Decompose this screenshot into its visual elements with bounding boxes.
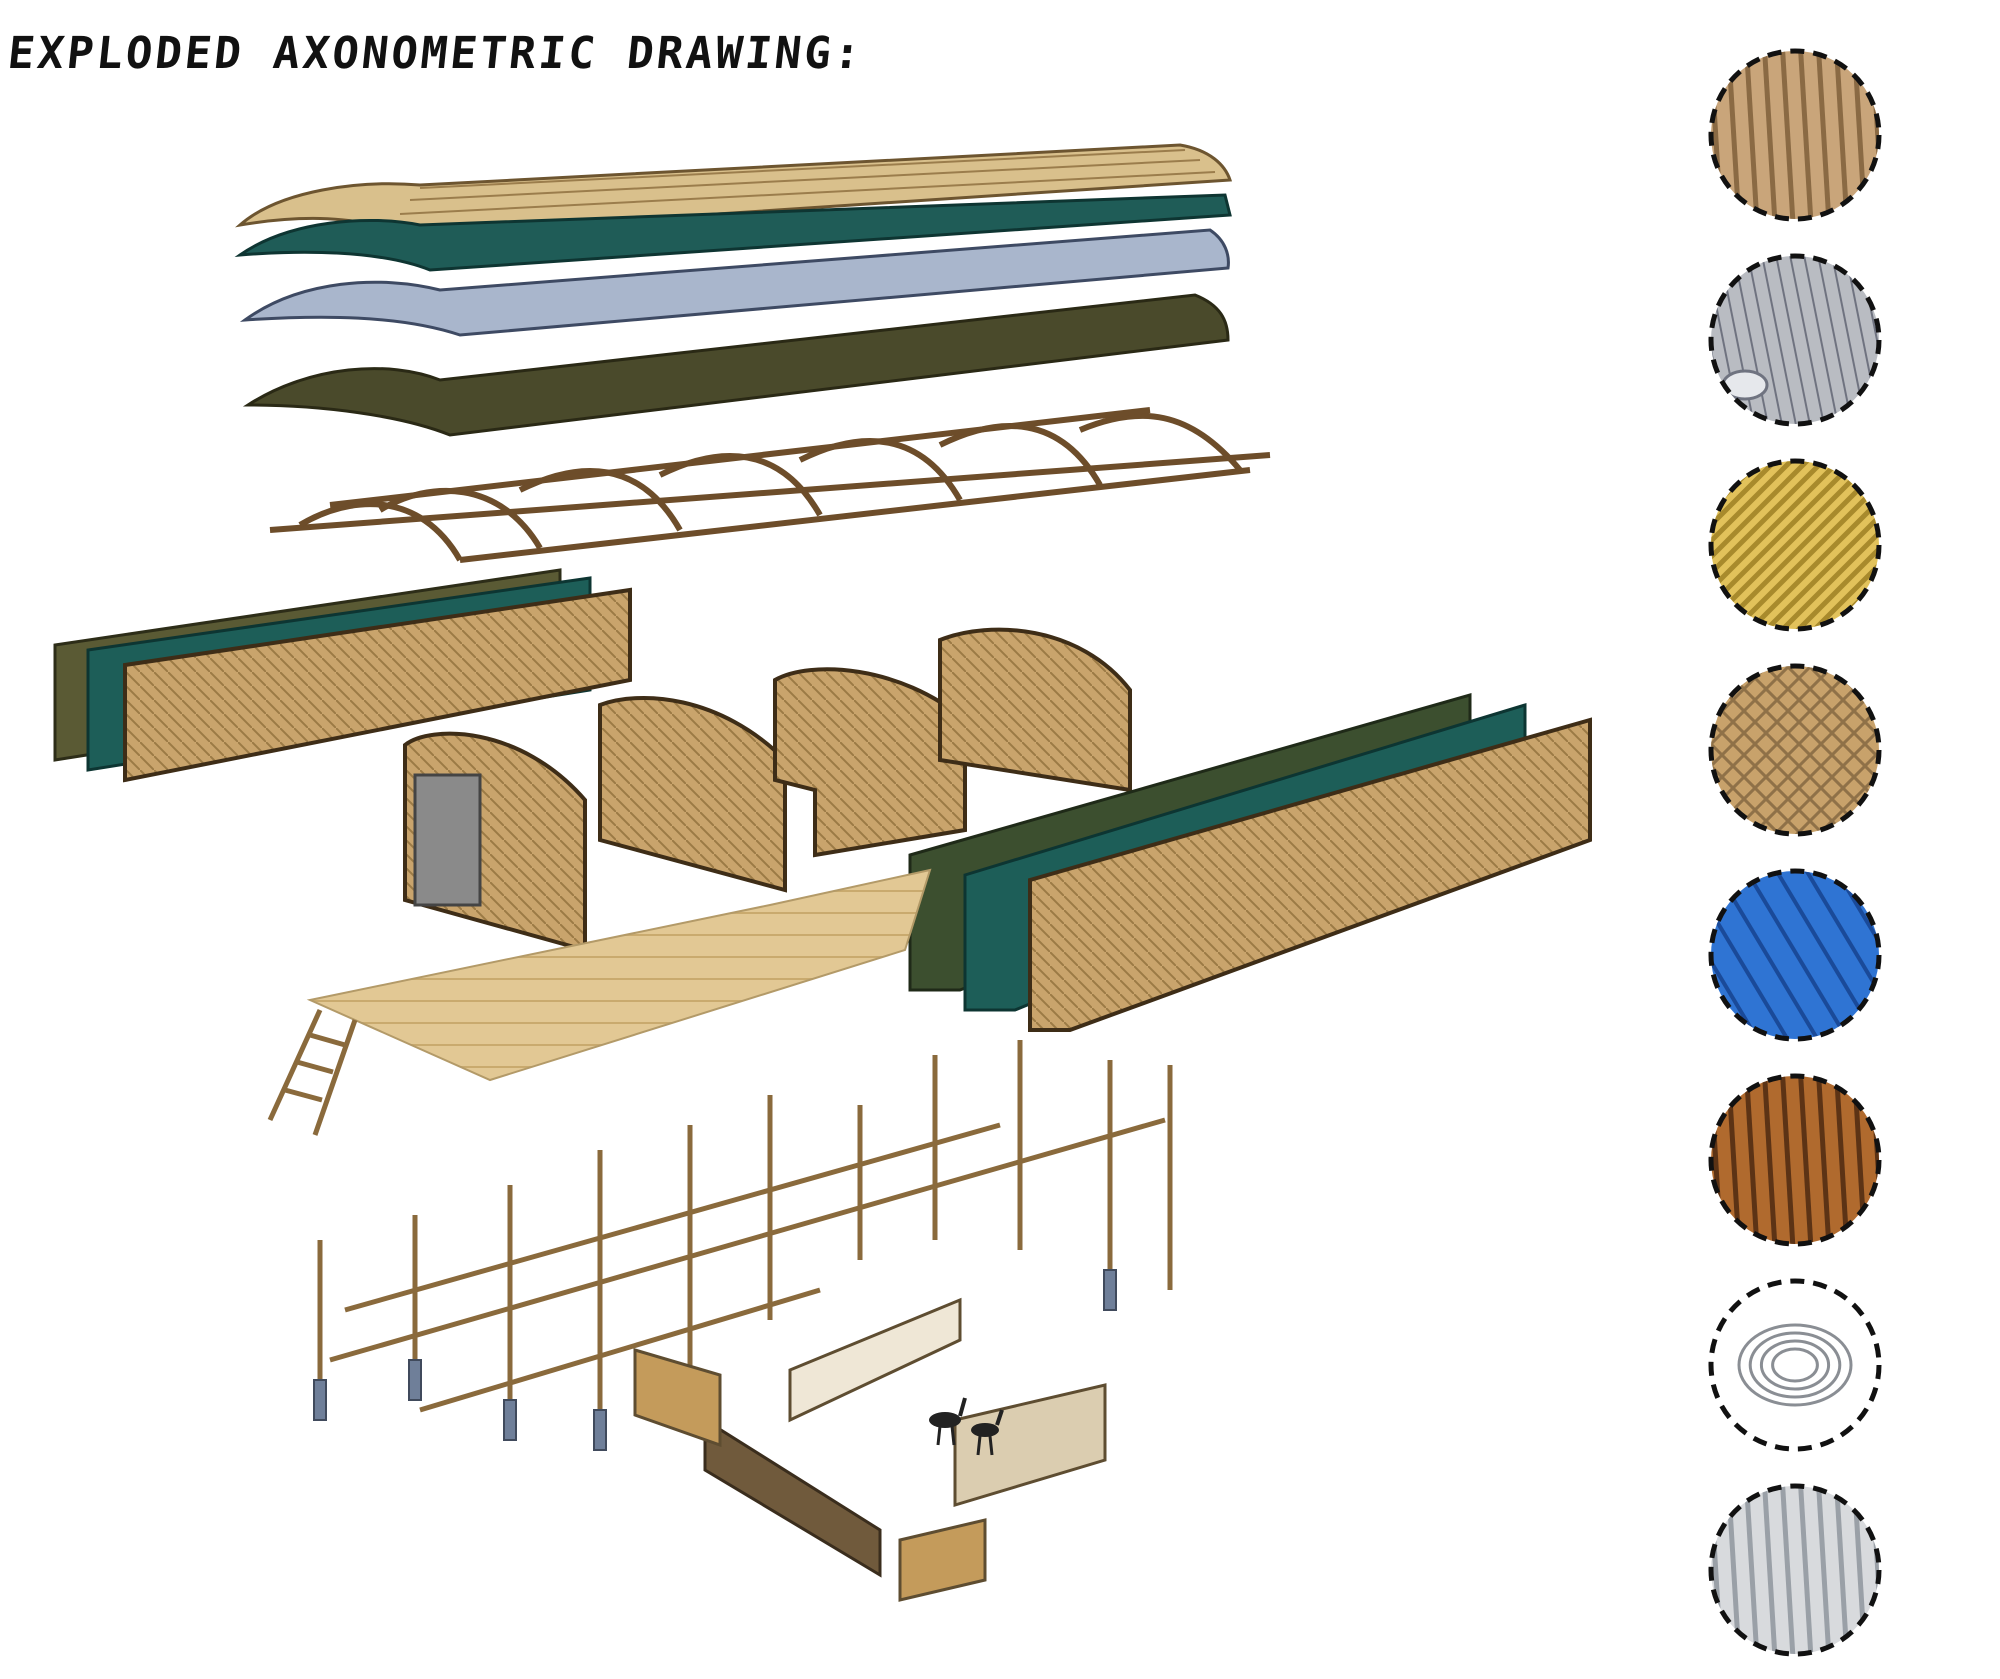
base-bamboo-structure [317, 1040, 1173, 1440]
material-swatch-graphic [1708, 458, 1882, 632]
material-swatch-yellow-bamboo-mat [1690, 450, 1900, 650]
arched-partition-back [938, 627, 1132, 793]
exploded-axonometric-illustration [53, 143, 1592, 1602]
material-swatch-graphic [1708, 868, 1882, 1042]
animal-pen-enclosure [633, 1297, 1107, 1602]
material-swatch-bamboo-poles [1690, 1065, 1900, 1265]
roof-green-sheet [234, 193, 1232, 272]
arched-partition-with-door [403, 731, 587, 953]
roof-foil-layer [239, 228, 1230, 337]
material-swatch-graphic [1708, 253, 1882, 427]
access-ladder [267, 1008, 358, 1136]
roof-dark-mat-layer [242, 293, 1230, 437]
floor-platform [306, 868, 932, 1082]
goat-figures [929, 1397, 1004, 1456]
roof-bamboo-layer [235, 143, 1233, 237]
left-wall-assembly [53, 568, 632, 783]
material-swatch-graphic [1708, 663, 1882, 837]
arched-partition-centre [773, 667, 967, 858]
material-swatch-column [1690, 40, 1900, 1657]
material-swatch-graphic [1708, 1483, 1882, 1657]
material-swatch-blue-waterproof-membrane [1690, 860, 1900, 1060]
arched-partition-middle [598, 696, 787, 893]
material-swatch-graphic [1708, 48, 1882, 222]
material-swatch-bamboo-culm-bundle [1690, 40, 1900, 240]
material-swatch-galvanized-wire-coil [1690, 1270, 1900, 1470]
material-swatch-woven-bamboo-panel [1690, 655, 1900, 855]
material-swatch-reflective-foil-insulation [1690, 245, 1900, 445]
material-swatch-graphic [1708, 1073, 1882, 1247]
right-wall-assembly [908, 693, 1592, 1032]
roof-bamboo-frame [269, 407, 1271, 563]
material-swatch-pvc-pipes [1690, 1475, 1900, 1675]
material-swatch-graphic [1708, 1278, 1882, 1452]
